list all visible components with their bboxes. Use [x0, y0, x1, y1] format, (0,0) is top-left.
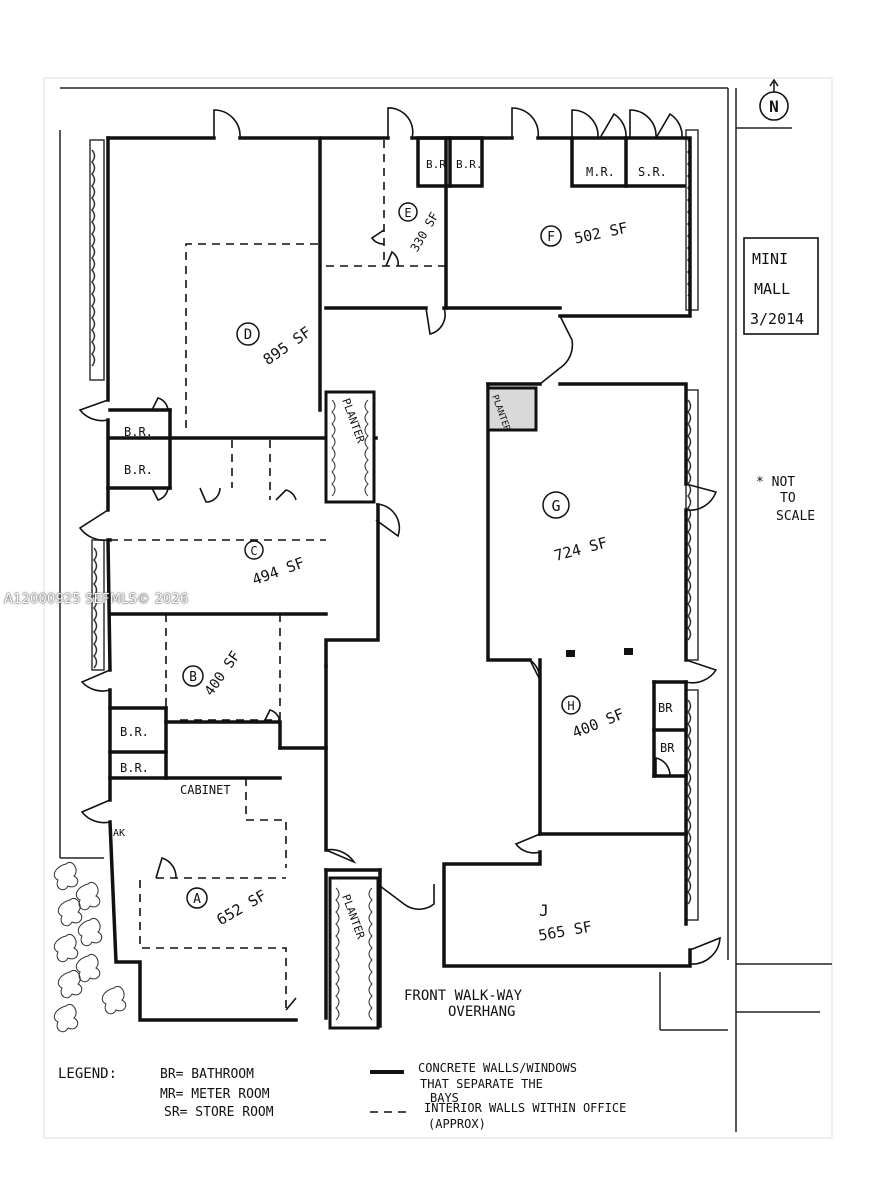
planter-box-east: [486, 386, 538, 432]
legend-dashed-2: (APPROX): [428, 1117, 486, 1131]
scale-note-line-2: TO: [780, 491, 796, 506]
title-box: MINI MALL 3/2014: [743, 237, 819, 335]
north-label: N: [769, 97, 779, 116]
legend-solid-3: BAYS: [430, 1091, 459, 1105]
unit-d-letter: D: [244, 327, 252, 343]
unit-j-letter: J: [539, 901, 549, 920]
unit-f-marker: [540, 225, 562, 247]
legend-mr: MR= METER ROOM: [160, 1087, 270, 1102]
scale-note: * NOT TO SCALE: [756, 475, 815, 524]
unit-h-letter: H: [567, 699, 574, 713]
legend-br: BR= BATHROOM: [160, 1067, 254, 1082]
unit-c-marker: [244, 540, 264, 560]
bathroom-label: B.R.: [124, 425, 153, 439]
store-room-label: S.R.: [638, 165, 667, 179]
door-swings: [78, 107, 721, 1011]
unit-h-marker: [561, 695, 581, 715]
unit-c-letter: C: [250, 544, 257, 558]
legend-dashed-1: INTERIOR WALLS WITHIN OFFICE: [424, 1101, 626, 1115]
north-arrow: N: [759, 78, 789, 121]
unit-f-letter: F: [547, 230, 555, 245]
planter-texture: [364, 399, 369, 497]
meter-room-label: M.R.: [586, 165, 615, 179]
planter-texture: [368, 887, 373, 1021]
concrete-walls: [106, 136, 692, 1028]
mls-watermark: A12000925 SEFMLS© 2026: [4, 592, 189, 607]
bathroom-label: B.R.: [456, 158, 483, 171]
unit-a-letter: A: [193, 892, 201, 907]
landscape-shrubs: [53, 862, 127, 1033]
bathroom-label: B.R.: [426, 158, 453, 171]
walkway-label-2: OVERHANG: [448, 1004, 515, 1020]
ak-label: AK: [113, 828, 125, 839]
bathroom-label: B.R.: [124, 463, 153, 477]
site-boundary: [59, 87, 832, 1132]
column-marker: [566, 650, 575, 657]
scale-note-line-1: * NOT: [756, 475, 795, 490]
planter-texture: [331, 399, 336, 497]
legend-title: LEGEND:: [58, 1066, 117, 1082]
bathroom-label: BR: [658, 701, 673, 715]
unit-g-marker: [542, 491, 570, 519]
legend-solid-1: CONCRETE WALLS/WINDOWS: [418, 1061, 577, 1075]
title-line-3: 3/2014: [750, 310, 804, 328]
column-marker: [624, 648, 633, 655]
unit-d-marker: [236, 322, 260, 346]
interior-walls: [110, 140, 446, 1010]
legend: LEGEND: BR= BATHROOM MR= METER ROOM SR= …: [58, 1061, 626, 1131]
planters: [324, 386, 538, 1030]
walkway-label-1: FRONT WALK-WAY: [404, 988, 523, 1004]
cabinet-label: CABINET: [180, 783, 231, 797]
unit-e-marker: [398, 202, 418, 222]
title-line-2: MALL: [754, 280, 790, 298]
bathroom-label: B.R.: [120, 725, 149, 739]
paper-sheet: [43, 77, 833, 1139]
scale-note-line-3: SCALE: [776, 509, 815, 524]
title-line-1: MINI: [752, 250, 788, 268]
unit-e-letter: E: [404, 206, 411, 220]
legend-solid-2: THAT SEPARATE THE: [420, 1077, 543, 1091]
bathroom-label: B.R.: [120, 761, 149, 775]
unit-a-marker: [186, 887, 208, 909]
legend-sr: SR= STORE ROOM: [164, 1105, 274, 1120]
unit-g-letter: G: [551, 497, 560, 515]
unit-b-letter: B: [189, 670, 197, 685]
planter-texture: [335, 887, 340, 1021]
bathroom-label: BR: [660, 741, 675, 755]
unit-b-marker: [182, 665, 204, 687]
